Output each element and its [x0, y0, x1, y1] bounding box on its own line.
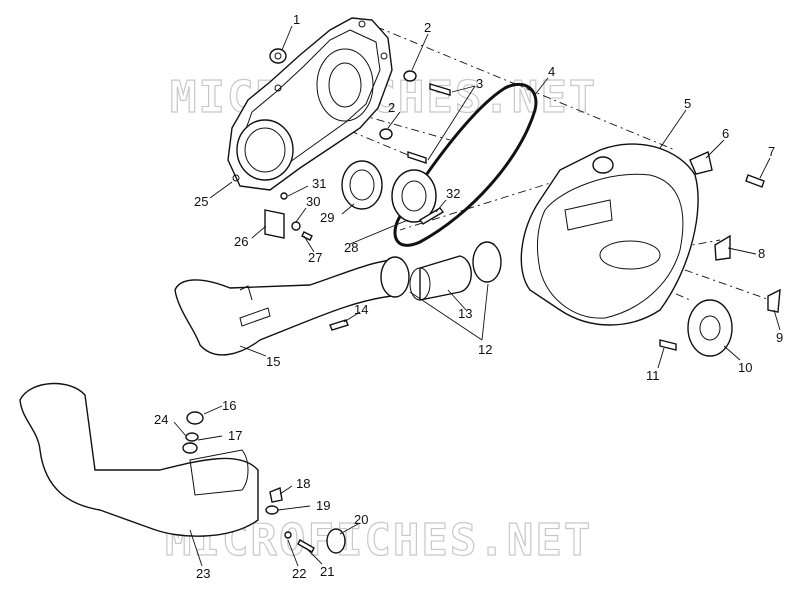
- callout-13: 13: [458, 306, 472, 321]
- callout-labels: 1 2 2 3 4 5 6 7 8 9 10 11 12 13 14 15 16…: [154, 12, 783, 581]
- callout-19: 19: [316, 498, 330, 513]
- cover-hardware: [659, 151, 781, 357]
- washer-part-1: [269, 48, 287, 64]
- callout-18: 18: [296, 476, 310, 491]
- callout-29: 29: [320, 210, 334, 225]
- callout-26: 26: [234, 234, 248, 249]
- callout-6: 6: [722, 126, 729, 141]
- callout-15: 15: [266, 354, 280, 369]
- lower-duct: [19, 382, 259, 537]
- callout-3: 3: [476, 76, 483, 91]
- callout-17: 17: [228, 428, 242, 443]
- leader-lines: [173, 25, 781, 567]
- seal-plate-part-28: [391, 169, 437, 223]
- callout-7: 7: [768, 144, 775, 159]
- inner-cover-plate: [227, 17, 393, 191]
- callout-9: 9: [776, 330, 783, 345]
- callout-5: 5: [684, 96, 691, 111]
- clamps-and-coupler: [380, 241, 502, 301]
- callout-1: 1: [293, 12, 300, 27]
- callout-14: 14: [354, 302, 368, 317]
- bracket-hardware: [264, 192, 313, 241]
- callout-10: 10: [738, 360, 752, 375]
- callout-20: 20: [354, 512, 368, 527]
- outer-clutch-cover: [520, 143, 699, 326]
- callout-12: 12: [478, 342, 492, 357]
- callout-24: 24: [154, 412, 168, 427]
- callout-30: 30: [306, 194, 320, 209]
- seal-part-29: [341, 160, 383, 210]
- washers-and-bolts: [379, 70, 451, 164]
- drive-belt: [393, 82, 538, 247]
- lower-hardware: [182, 411, 346, 554]
- callout-2a: 2: [424, 20, 431, 35]
- screw-part-32: [418, 207, 445, 225]
- callout-25: 25: [194, 194, 208, 209]
- callout-21: 21: [320, 564, 334, 579]
- callout-16: 16: [222, 398, 236, 413]
- callout-32: 32: [446, 186, 460, 201]
- callout-11: 11: [646, 368, 660, 383]
- callout-8: 8: [758, 246, 765, 261]
- callout-22: 22: [292, 566, 306, 581]
- callout-2b: 2: [388, 100, 395, 115]
- callout-28: 28: [344, 240, 358, 255]
- callout-23: 23: [196, 566, 210, 581]
- intake-duct: [174, 259, 393, 356]
- callout-4: 4: [548, 64, 555, 79]
- callout-27: 27: [308, 250, 322, 265]
- callout-31: 31: [312, 176, 326, 191]
- screw-part-14: [329, 319, 349, 331]
